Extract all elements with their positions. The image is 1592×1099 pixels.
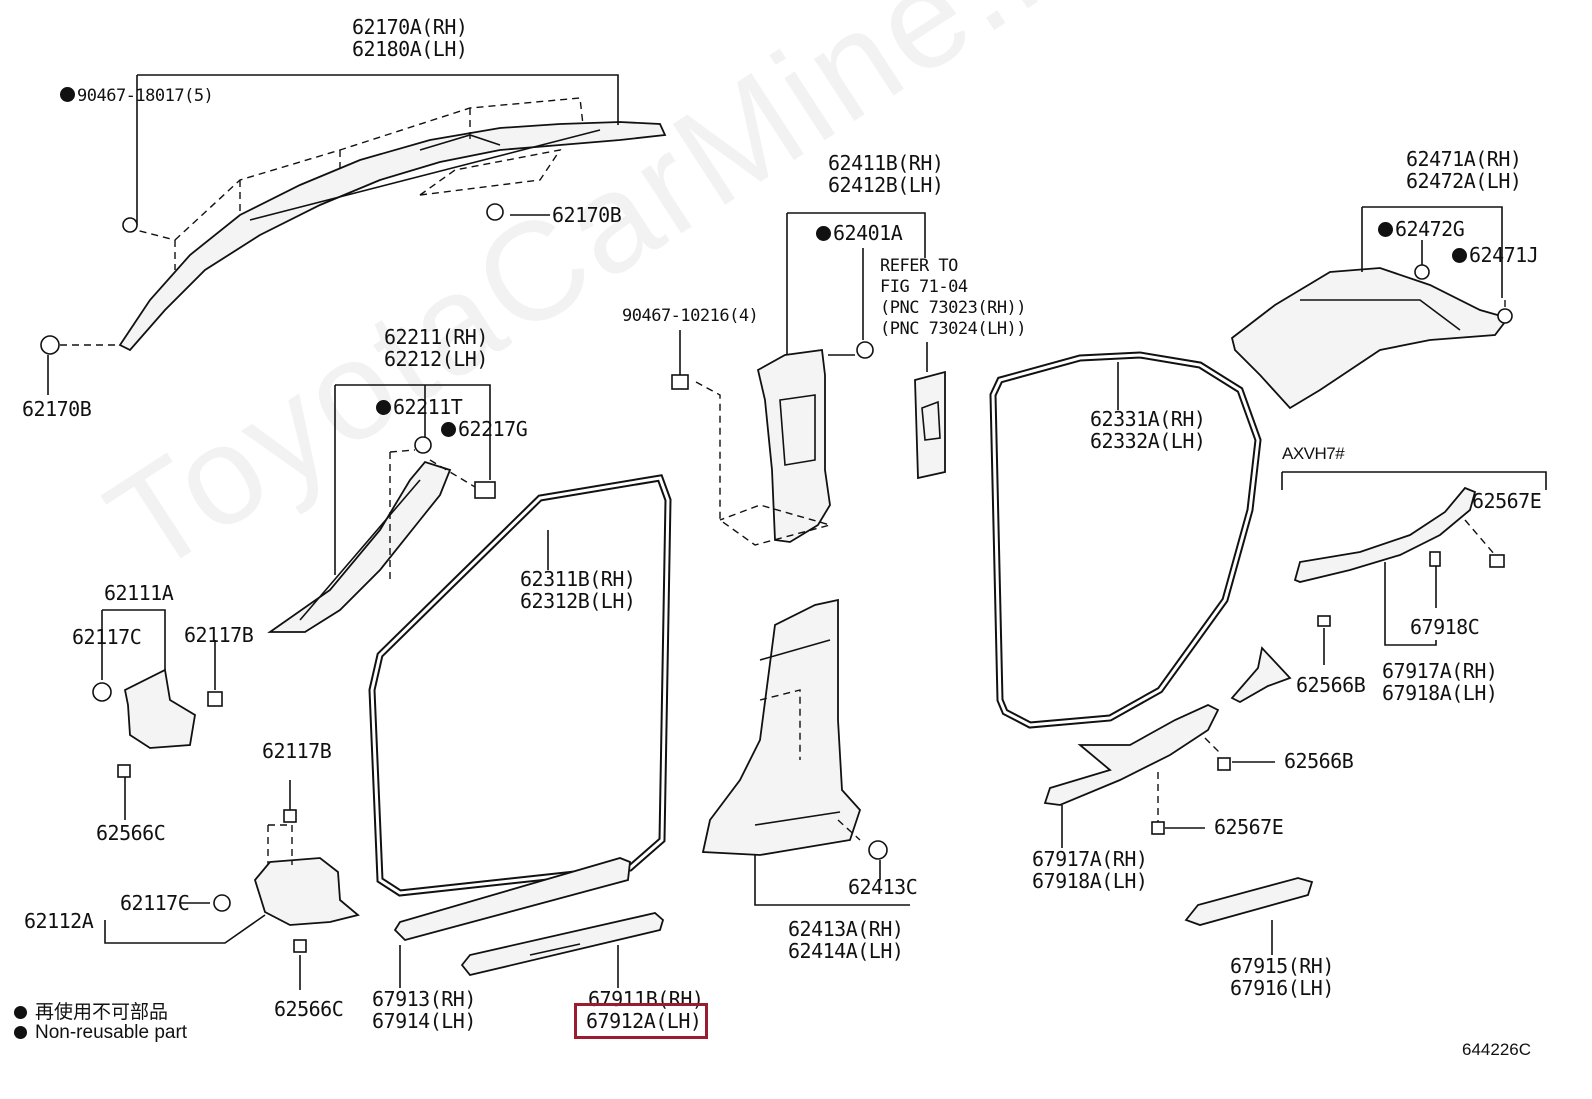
- rear-scuff-lower-part: [1043, 704, 1220, 806]
- legend-item-jp: 再使用不可部品: [14, 997, 168, 1024]
- quarter-trim-part: [1230, 267, 1510, 410]
- non-reusable-dot-icon: [14, 1006, 27, 1019]
- legend-item-en: Non-reusable part: [14, 1022, 187, 1044]
- cowl-side-lower-part: [253, 857, 360, 926]
- non-reusable-dot-icon: [1452, 248, 1467, 263]
- part-label-62211[interactable]: 62211(RH)62212(LH): [384, 325, 488, 371]
- part-label-67913[interactable]: 67913(RH)67914(LH): [372, 987, 476, 1033]
- part-label-62413C[interactable]: 62413C: [848, 875, 918, 899]
- cowl-side-upper-part: [123, 668, 196, 749]
- part-label-62472G[interactable]: 62472G: [1378, 218, 1465, 240]
- non-reusable-dot-icon: [441, 422, 456, 437]
- part-label-67917A-b[interactable]: 67917A(RH)67918A(LH): [1032, 847, 1148, 893]
- rear-scuff-upper-part: [1293, 486, 1477, 583]
- part-label-62471J[interactable]: 62471J: [1452, 244, 1539, 266]
- part-label-62117B-b[interactable]: 62117B: [262, 739, 332, 763]
- model-code-label: AXVH7#: [1282, 444, 1345, 463]
- part-label-62311B[interactable]: 62311B(RH)62312B(LH): [520, 567, 636, 613]
- part-label-62112A[interactable]: 62112A: [24, 909, 94, 933]
- part-label-62211T[interactable]: 62211T: [376, 396, 463, 418]
- part-label-90467-18017[interactable]: 90467-18017(5): [60, 86, 214, 106]
- part-label-67912A[interactable]: 67912A(LH): [586, 1009, 702, 1033]
- front-scuff-plate-inner: [460, 912, 665, 977]
- seatbelt-anchor-part: [914, 370, 946, 480]
- part-label-90467-10216[interactable]: 90467-10216(4): [622, 306, 759, 326]
- part-label-62566C-a[interactable]: 62566C: [96, 821, 166, 845]
- part-label-62217G[interactable]: 62217G: [441, 418, 528, 440]
- figure-code: 644226C: [1462, 1040, 1532, 1059]
- part-label-62566B-a[interactable]: 62566B: [1296, 673, 1366, 697]
- part-label-62413A[interactable]: 62413A(RH)62414A(LH): [788, 917, 904, 963]
- non-reusable-dot-icon: [14, 1026, 27, 1039]
- roof-rail-part: [118, 121, 667, 352]
- part-label-67918C[interactable]: 67918C: [1410, 615, 1480, 639]
- non-reusable-dot-icon: [816, 226, 831, 241]
- leader-62170A: [137, 74, 619, 125]
- part-label-62331A[interactable]: 62331A(RH)62332A(LH): [1090, 407, 1206, 453]
- part-label-62117C-a[interactable]: 62117C: [72, 625, 142, 649]
- non-reusable-dot-icon: [376, 400, 391, 415]
- front-scuff-plate-outer: [393, 857, 631, 942]
- part-label-62170B-left[interactable]: 62170B: [22, 397, 92, 421]
- part-label-62567E-a[interactable]: 62567E: [1472, 489, 1542, 513]
- part-label-62471A[interactable]: 62471A(RH)62472A(LH): [1406, 147, 1522, 193]
- non-reusable-dot-icon: [1378, 222, 1393, 237]
- b-pillar-upper-part: [756, 348, 831, 543]
- part-label-62566B-b[interactable]: 62566B: [1284, 749, 1354, 773]
- b-pillar-lower-part: [701, 598, 862, 856]
- part-label-62401A[interactable]: 62401A: [816, 222, 903, 244]
- part-label-62567E-b[interactable]: 62567E: [1214, 815, 1284, 839]
- part-label-67915[interactable]: 67915(RH)67916(LH): [1230, 954, 1334, 1000]
- part-label-62170B-top[interactable]: 62170B: [552, 203, 622, 227]
- part-label-62117B-a[interactable]: 62117B: [184, 623, 254, 647]
- part-label-62411B[interactable]: 62411B(RH)62412B(LH): [828, 151, 944, 197]
- highlighted-part-box: [574, 1003, 708, 1039]
- rear-scuff-plate-part: [1184, 877, 1314, 926]
- non-reusable-dot-icon: [60, 87, 75, 102]
- part-label-62170A[interactable]: 62170A(RH)62180A(LH): [352, 15, 468, 61]
- part-label-62111A[interactable]: 62111A: [104, 581, 174, 605]
- part-label-67917A-a[interactable]: 67917A(RH)67918A(LH): [1382, 659, 1498, 705]
- part-label-62566C-b[interactable]: 62566C: [274, 997, 344, 1021]
- part-label-62117C-b[interactable]: 62117C: [120, 891, 190, 915]
- a-pillar-part: [267, 460, 452, 633]
- front-door-seal-part: [368, 474, 672, 897]
